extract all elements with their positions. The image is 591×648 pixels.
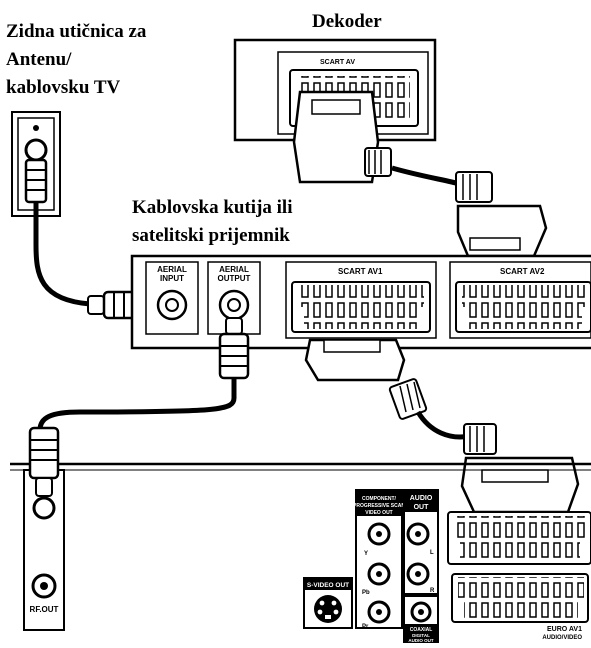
- jack-r-text: R: [430, 588, 435, 594]
- av2-scart-plug: [455, 171, 548, 258]
- decoder-label: Dekoder: [312, 11, 382, 32]
- s-video-text: S-VIDEO OUT: [307, 582, 349, 589]
- audio-out-panel: AUDIO OUT L R: [403, 489, 439, 595]
- euro-av1-panel: EURO AV1 AUDIO/VIDEO: [447, 511, 591, 641]
- jack-pr-text: Pr: [362, 624, 369, 630]
- coaxial-text: COAXIAL: [410, 627, 433, 633]
- digital-audio-text-2: AUDIO OUT: [408, 638, 434, 643]
- scart-cable: [415, 410, 471, 440]
- cable-box-label-line2: satelitski prijemnik: [132, 225, 290, 246]
- scart-av2-text: SCART AV2: [500, 267, 545, 276]
- audio-out-text-1: AUDIO: [410, 495, 433, 502]
- rf-out-plug: [28, 426, 60, 520]
- aerial-output-plug: [218, 317, 250, 380]
- euro-av1-text-1: EURO AV1: [547, 626, 582, 633]
- wall-outlet: [11, 111, 61, 217]
- rf-out-text: RF.OUT: [30, 605, 59, 614]
- wall-outlet-label-line3: kablovsku TV: [6, 77, 121, 98]
- jack-l-text: L: [430, 550, 434, 556]
- aerial-output-text-1: AERIAL: [219, 265, 249, 274]
- aerial-input-text-1: AERIAL: [157, 265, 187, 274]
- rf-cable: [37, 378, 237, 431]
- cable-box: AERIAL INPUT AERIAL OUTPUT SCART AV1 SCA…: [130, 254, 591, 350]
- audio-out-text-2: OUT: [414, 504, 430, 511]
- dvd-scart-plug: [460, 423, 580, 514]
- euro-av1-text-2: AUDIO/VIDEO: [542, 635, 582, 641]
- decoder-cable: [391, 165, 461, 187]
- scart-av1-text: SCART AV1: [338, 267, 383, 276]
- cable-box-label-line1: Kablovska kutija ili: [132, 197, 293, 218]
- scart-av1-pins: [298, 285, 424, 307]
- s-video-panel: S-VIDEO OUT: [303, 577, 353, 629]
- coaxial-panel: COAXIAL DIGITAL AUDIO OUT: [403, 595, 439, 643]
- jack-pb-text: Pb: [362, 590, 370, 596]
- av1-scart-plug-top: [304, 338, 428, 420]
- aerial-output-text-2: OUTPUT: [218, 274, 251, 283]
- aerial-input-text-2: INPUT: [160, 274, 184, 283]
- component-text-1: COMPONENT/: [362, 496, 397, 502]
- component-out-panel: COMPONENT/ PROGRESSIVE SCAN VIDEO OUT Y …: [353, 489, 405, 630]
- component-text-2: PROGRESSIVE SCAN: [353, 503, 405, 509]
- decoder-scart-plug: [292, 90, 392, 184]
- decoder-scart-text: SCART AV: [320, 59, 355, 66]
- component-text-3: VIDEO OUT: [365, 510, 393, 516]
- euro-av1-pins-top: [454, 516, 586, 538]
- antenna-cable: [33, 202, 91, 307]
- wall-outlet-label-line2: Antenu/: [6, 49, 72, 70]
- digital-audio-text-1: DIGITAL: [412, 633, 430, 638]
- wall-outlet-label-line1: Zidna utičnica za: [6, 21, 147, 42]
- euro-av2-pins-top: [458, 577, 584, 598]
- jack-y-text: Y: [364, 551, 368, 557]
- scart-av2-pins: [462, 285, 588, 307]
